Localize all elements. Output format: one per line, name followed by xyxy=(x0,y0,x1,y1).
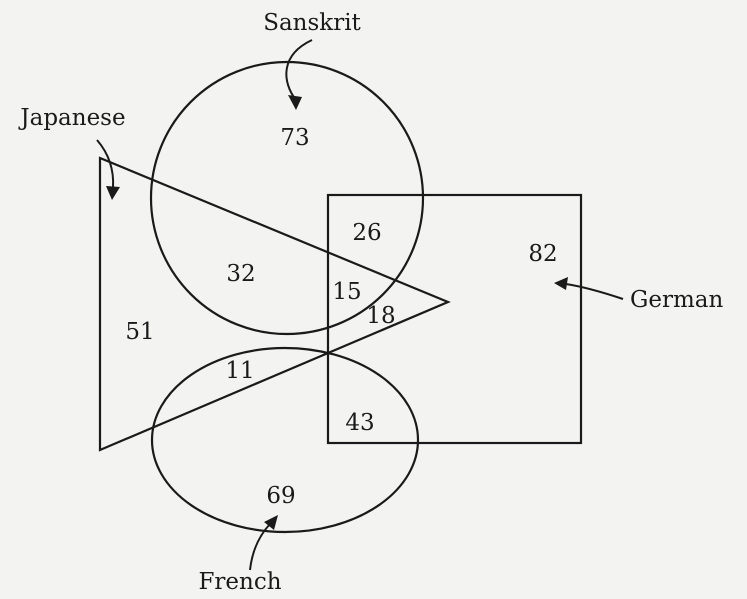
region-german-only: 82 xyxy=(528,241,557,267)
french-label: French xyxy=(198,569,281,595)
sanskrit-label: Sanskrit xyxy=(263,10,361,36)
region-japanese-german: 18 xyxy=(366,303,395,329)
sanskrit-circle xyxy=(149,60,425,336)
region-sanskrit-japanese-german: 15 xyxy=(332,279,361,305)
german-rectangle xyxy=(326,193,583,445)
region-japanese-only: 51 xyxy=(125,319,154,345)
french-ellipse xyxy=(150,346,420,534)
region-sanskrit-only: 73 xyxy=(280,125,309,151)
region-sanskrit-german: 26 xyxy=(352,220,381,246)
japanese-triangle xyxy=(98,156,451,452)
sanskrit-pointer-arrow xyxy=(285,39,313,110)
region-japanese-french: 11 xyxy=(225,358,254,384)
region-french-only: 69 xyxy=(266,483,295,509)
region-french-german: 43 xyxy=(345,410,374,436)
japanese-label: Japanese xyxy=(18,105,125,131)
german-label: German xyxy=(630,287,724,313)
region-sanskrit-japanese: 32 xyxy=(226,261,255,287)
french-pointer-arrow xyxy=(249,515,278,571)
japanese-pointer-arrow xyxy=(96,139,120,200)
german-pointer-arrow xyxy=(554,277,624,300)
